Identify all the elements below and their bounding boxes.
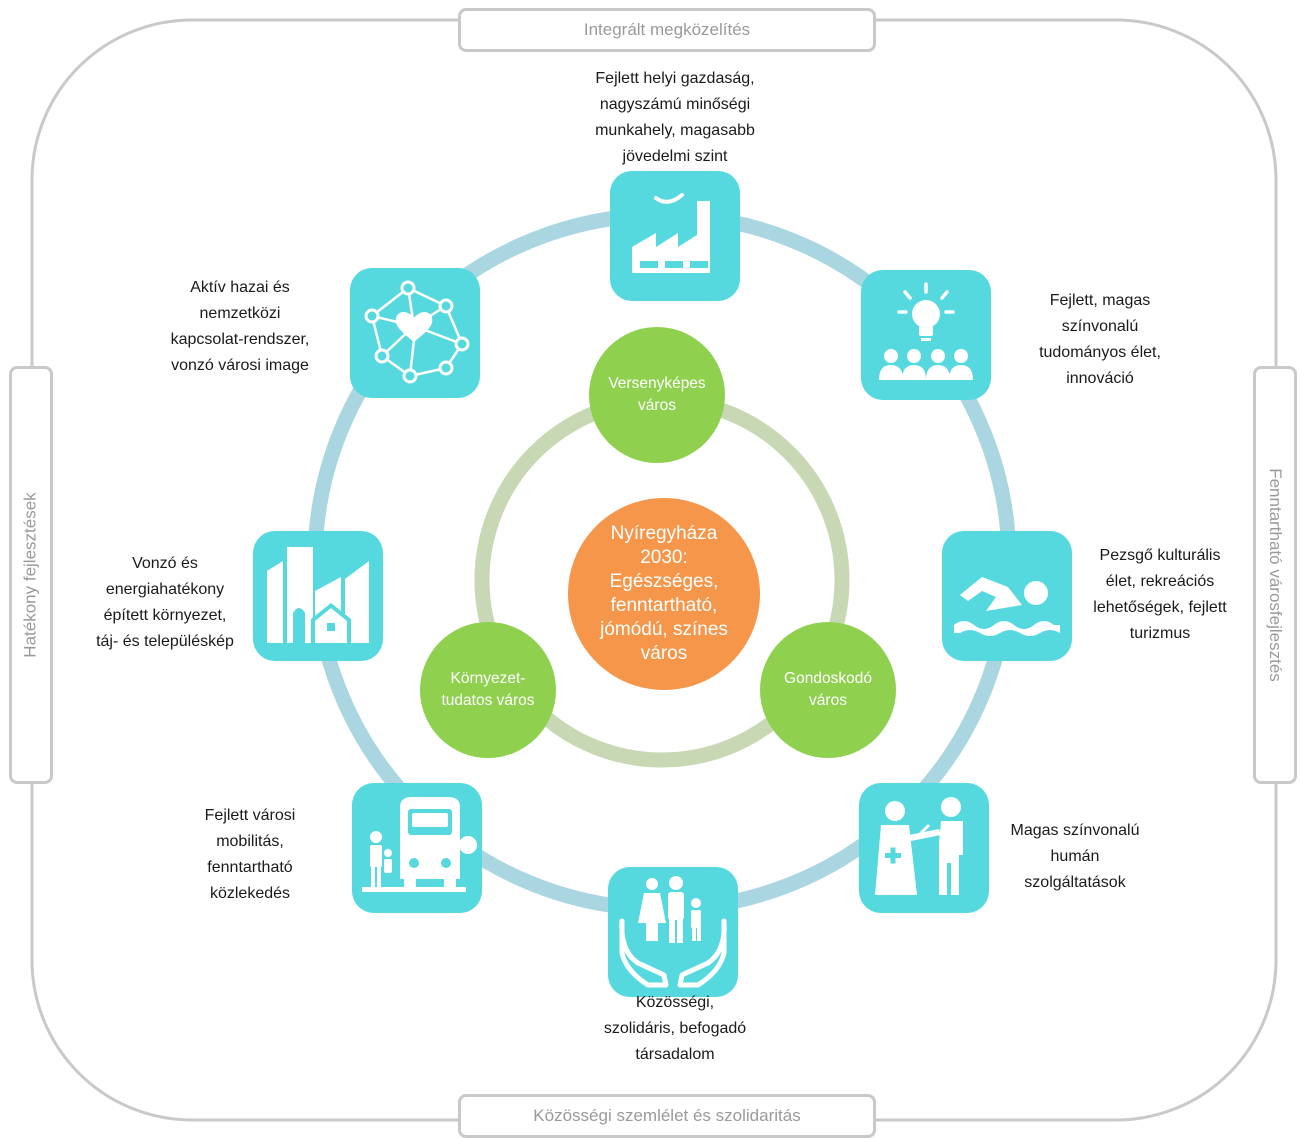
caption-economy: Fejlett helyi gazdaság, nagyszámú minősé…	[595, 70, 755, 165]
lightbulb-audience-icon	[861, 270, 991, 400]
city-buildings-icon	[253, 531, 383, 661]
caption-culture: Pezsgő kulturális élet, rekreációs lehet…	[1093, 547, 1227, 642]
pillar-environment-label: Környezet- tudatos város	[441, 670, 535, 709]
caption-built: Vonzó és energiahatékony épített környez…	[96, 555, 234, 650]
caption-science: Fejlett, magas színvonalú tudományos éle…	[1039, 292, 1161, 387]
frame-label-right: Fenntartható városfejlesztés	[1253, 366, 1297, 784]
factory-icon	[610, 171, 740, 301]
bus-stop-icon	[352, 783, 482, 913]
doctor-patient-icon	[859, 783, 989, 913]
frame-label-bottom: Közösségi szemlélet és szolidaritás	[458, 1094, 876, 1138]
caption-human: Magas színvonalú humán szolgáltatások	[1010, 822, 1140, 891]
frame-label-top: Integrált megközelítés	[458, 8, 876, 52]
pillar-competitive-label: Versenyképes város	[608, 375, 706, 414]
pillar-circle-competitive	[589, 327, 725, 463]
frame-label-left: Hatékony fejlesztések	[9, 366, 53, 784]
network-heart-icon	[350, 268, 480, 398]
swimmer-icon	[942, 531, 1072, 661]
family-hands-icon	[608, 867, 738, 997]
pillar-circle-caring	[760, 622, 896, 758]
caption-network: Aktív hazai és nemzetközi kapcsolat-rend…	[170, 279, 310, 374]
pillar-circle-environment	[420, 622, 556, 758]
caption-society: Közösségi, szolidáris, befogadó társadal…	[603, 994, 747, 1063]
pillar-caring-label: Gondoskodó város	[784, 670, 872, 709]
caption-mobility: Fejlett városi mobilitás, fenntartható k…	[204, 807, 296, 902]
center-circle	[568, 498, 760, 690]
center-label: Nyíregyháza 2030: Egészséges, fenntartha…	[600, 523, 728, 664]
